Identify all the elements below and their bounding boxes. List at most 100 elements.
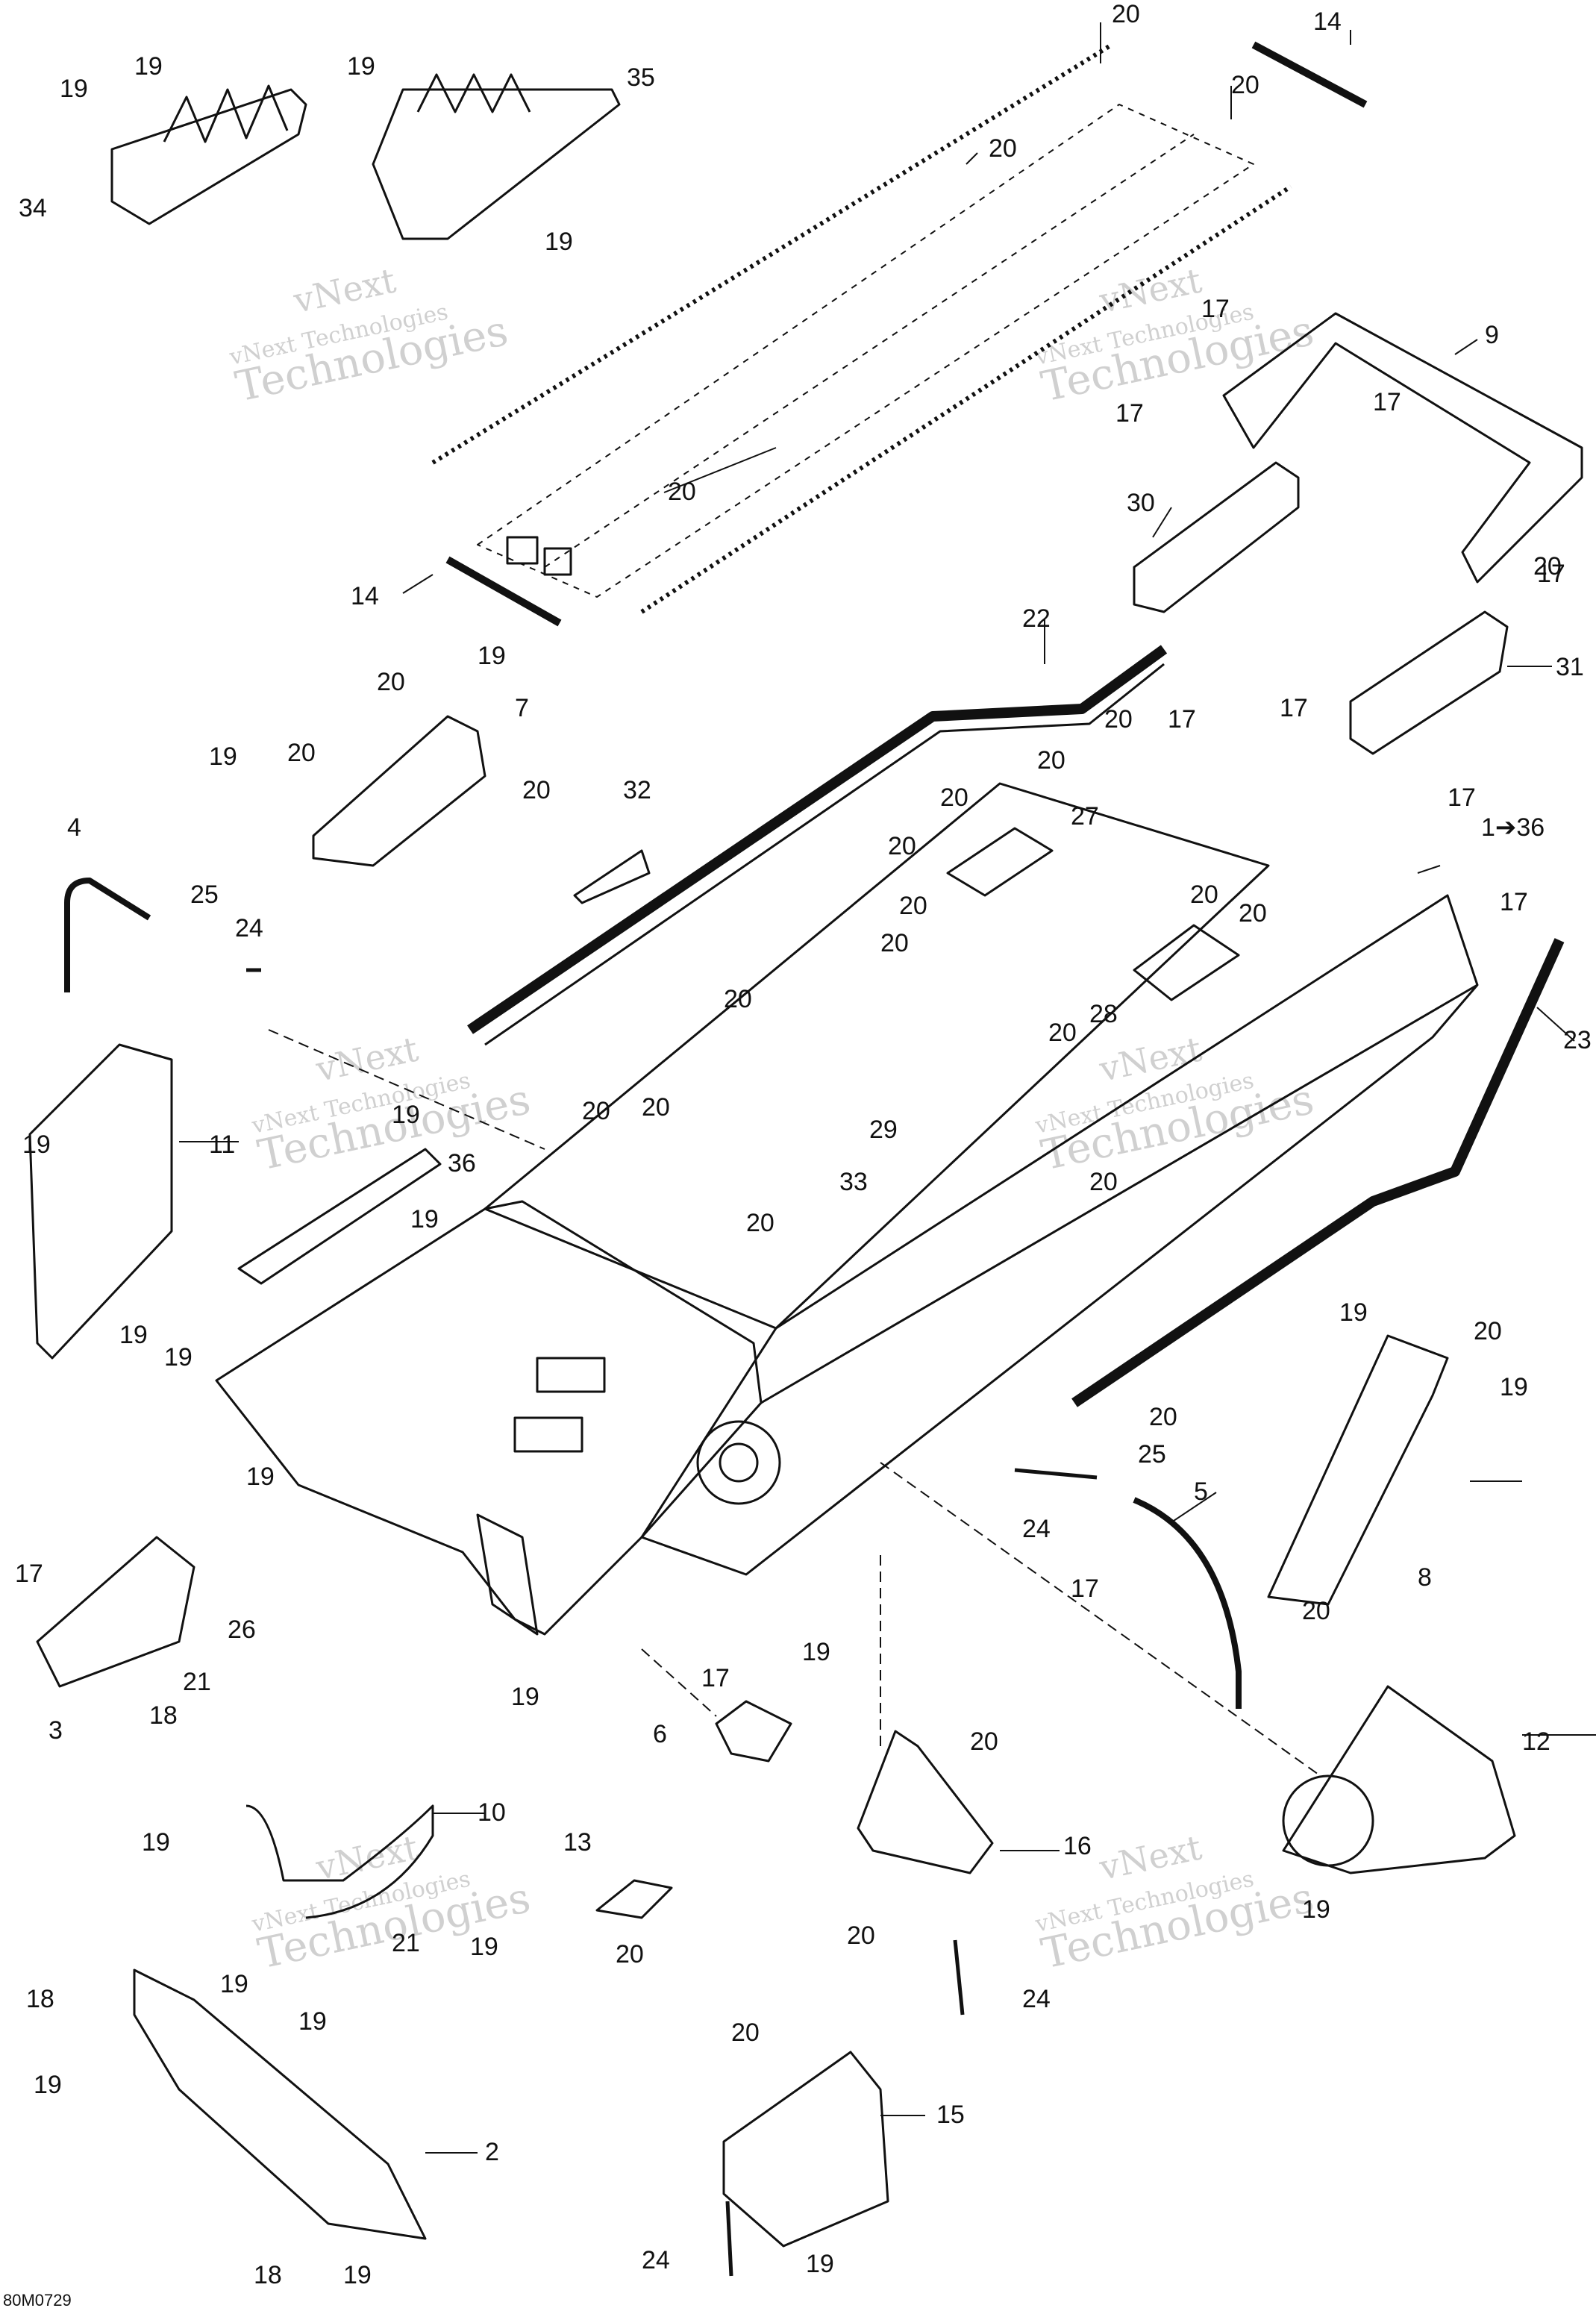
callout-20[interactable]: 20	[1190, 881, 1218, 909]
callout-19[interactable]: 19	[1302, 1895, 1330, 1924]
callout-6[interactable]: 6	[653, 1720, 667, 1748]
callout-19[interactable]: 19	[1339, 1298, 1368, 1327]
callout-20[interactable]: 20	[899, 892, 927, 920]
callout-20[interactable]: 20	[582, 1097, 610, 1125]
callout-16[interactable]: 16	[1063, 1832, 1092, 1860]
callout-25[interactable]: 25	[190, 881, 219, 909]
callout-14[interactable]: 14	[1313, 7, 1342, 36]
callout-19[interactable]: 19	[410, 1205, 439, 1233]
callout-19[interactable]: 19	[806, 2250, 834, 2278]
callout-36[interactable]: 36	[448, 1149, 476, 1178]
callout-19[interactable]: 19	[246, 1463, 275, 1491]
callout-19[interactable]: 19	[34, 2071, 62, 2099]
callout-7[interactable]: 7	[515, 694, 529, 722]
callout-18[interactable]: 18	[26, 1985, 54, 2013]
callout-19[interactable]: 19	[220, 1970, 248, 1998]
callout-20[interactable]: 20	[847, 1921, 875, 1950]
callout-20[interactable]: 20	[1048, 1019, 1077, 1047]
callout-17[interactable]: 20	[1533, 552, 1562, 581]
callout-20[interactable]: 20	[1037, 746, 1065, 775]
callout-15[interactable]: 15	[936, 2101, 965, 2129]
callout-19[interactable]: 19	[134, 52, 163, 81]
callout-17[interactable]: 17	[701, 1664, 730, 1692]
callout-19[interactable]: 19	[142, 1828, 170, 1857]
callout-20[interactable]: 20	[377, 668, 405, 696]
callout-33[interactable]: 33	[839, 1168, 868, 1196]
callout-20[interactable]: 20	[940, 784, 968, 812]
callout-19[interactable]: 19	[392, 1101, 420, 1129]
callout-20[interactable]: 20	[1302, 1597, 1330, 1625]
callout-20[interactable]: 20	[1089, 1168, 1118, 1196]
callout-5[interactable]: 5	[1194, 1477, 1208, 1506]
callout-19[interactable]: 19	[347, 52, 375, 81]
callout-13[interactable]: 13	[563, 1828, 592, 1857]
callout-28[interactable]: 28	[1089, 1000, 1118, 1028]
callout-19[interactable]: 19	[802, 1638, 830, 1666]
callout-20[interactable]: 20	[731, 2018, 760, 2047]
callout-24[interactable]: 24	[1022, 1515, 1051, 1543]
callout-19[interactable]: 19	[60, 75, 88, 103]
callout-32[interactable]: 32	[623, 776, 651, 804]
callout-3[interactable]: 3	[48, 1716, 63, 1745]
callout-19[interactable]: 19	[22, 1131, 51, 1159]
callout-20[interactable]: 20	[287, 739, 316, 767]
callout-17[interactable]: 17	[1448, 784, 1476, 812]
callout-24[interactable]: 24	[642, 2246, 670, 2274]
callout-17[interactable]: 17	[1500, 888, 1528, 916]
callout-19[interactable]: 19	[478, 642, 506, 670]
callout-17[interactable]: 17	[1201, 295, 1230, 323]
callout-22[interactable]: 22	[1022, 604, 1051, 633]
callout-20[interactable]: 20	[1474, 1317, 1502, 1345]
callout-19[interactable]: 19	[209, 742, 237, 771]
callout-19[interactable]: 19	[298, 2007, 327, 2036]
callout-17[interactable]: 17	[1115, 399, 1144, 428]
callout-20[interactable]: 20	[668, 478, 696, 506]
callout-20[interactable]: 20	[989, 134, 1017, 163]
callout-20[interactable]: 20	[522, 776, 551, 804]
callout-34[interactable]: 34	[19, 194, 47, 222]
callout-20[interactable]: 20	[724, 985, 752, 1013]
callout-20[interactable]: 20	[880, 929, 909, 957]
callout-19[interactable]: 19	[343, 2261, 372, 2289]
callout-35[interactable]: 35	[627, 63, 655, 92]
callout-26[interactable]: 26	[228, 1616, 256, 1644]
callout-23[interactable]: 23	[1563, 1026, 1592, 1054]
callout-20[interactable]: 20	[1239, 899, 1267, 928]
callout-1-to-36[interactable]: 1➔36	[1481, 813, 1545, 842]
callout-17[interactable]: 17	[15, 1560, 43, 1588]
callout-20[interactable]: 20	[616, 1940, 644, 1968]
callout-17[interactable]: 17	[1373, 388, 1401, 416]
callout-4[interactable]: 4	[67, 813, 81, 842]
callout-17[interactable]: 17	[1280, 694, 1308, 722]
callout-19[interactable]: 19	[545, 228, 573, 256]
callout-24[interactable]: 24	[235, 914, 263, 942]
callout-20[interactable]: 20	[1149, 1403, 1177, 1431]
callout-17[interactable]: 17	[1537, 560, 1565, 588]
callout-19[interactable]: 19	[470, 1933, 498, 1961]
callout-25[interactable]: 25	[1138, 1440, 1166, 1469]
callout-27[interactable]: 27	[1071, 802, 1099, 831]
callout-20[interactable]: 20	[970, 1727, 998, 1756]
callout-19[interactable]: 19	[164, 1343, 193, 1372]
callout-8[interactable]: 8	[1418, 1563, 1432, 1592]
callout-20[interactable]: 20	[746, 1209, 774, 1237]
callout-20[interactable]: 20	[1112, 0, 1140, 28]
callout-20[interactable]: 20	[888, 832, 916, 860]
callout-20[interactable]: 20	[642, 1093, 670, 1122]
callout-19[interactable]: 19	[1500, 1373, 1528, 1401]
callout-18[interactable]: 18	[254, 2261, 282, 2289]
callout-21[interactable]: 21	[183, 1668, 211, 1696]
callout-24[interactable]: 24	[1022, 1985, 1051, 2013]
callout-10[interactable]: 10	[478, 1798, 506, 1827]
callout-18[interactable]: 18	[149, 1701, 178, 1730]
callout-9[interactable]: 9	[1485, 321, 1499, 349]
callout-17[interactable]: 17	[1071, 1574, 1099, 1603]
callout-19[interactable]: 19	[511, 1683, 539, 1711]
callout-19[interactable]: 19	[119, 1321, 148, 1349]
callout-21[interactable]: 21	[392, 1929, 420, 1957]
callout-12[interactable]: 12	[1522, 1727, 1550, 1756]
callout-20[interactable]: 20	[1231, 71, 1259, 99]
callout-14[interactable]: 14	[351, 582, 379, 610]
callout-11[interactable]: 11	[209, 1131, 235, 1159]
callout-29[interactable]: 29	[869, 1116, 898, 1144]
